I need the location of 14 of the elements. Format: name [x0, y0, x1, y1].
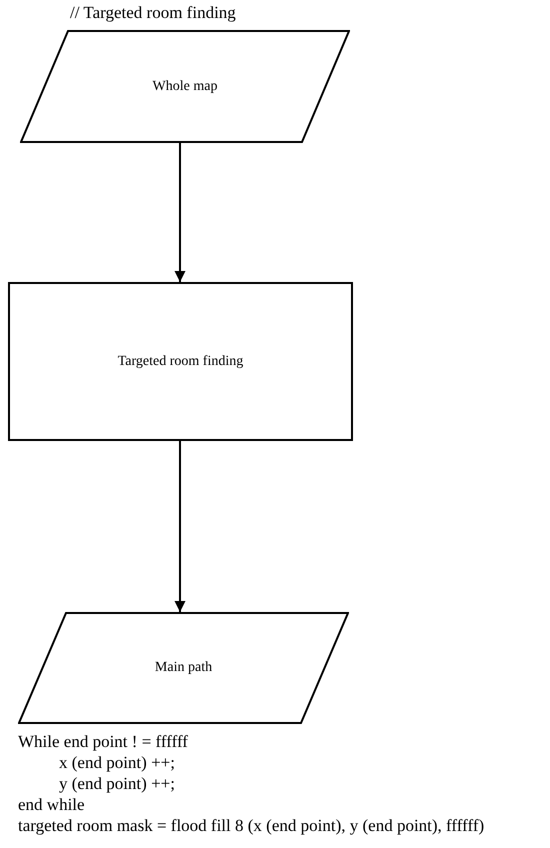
data-parallelogram — [18, 612, 349, 724]
node-label: Targeted room finding — [118, 352, 244, 370]
code-line: x (end point) ++; — [59, 753, 175, 773]
code-line: targeted room mask = flood fill 8 (x (end point), y (end point), ffffff) — [18, 816, 484, 836]
node-label: Whole map — [152, 78, 218, 96]
comment-heading: // Targeted room finding — [70, 3, 236, 23]
code-line: y (end point) ++; — [59, 774, 175, 794]
node-label: Main path — [154, 659, 212, 677]
arrow — [174, 143, 186, 282]
arrow — [174, 441, 186, 612]
data-parallelogram — [20, 30, 350, 143]
process-box — [8, 282, 353, 441]
code-line: end while — [18, 795, 85, 815]
code-line: While end point ! = ffffff — [18, 732, 188, 752]
